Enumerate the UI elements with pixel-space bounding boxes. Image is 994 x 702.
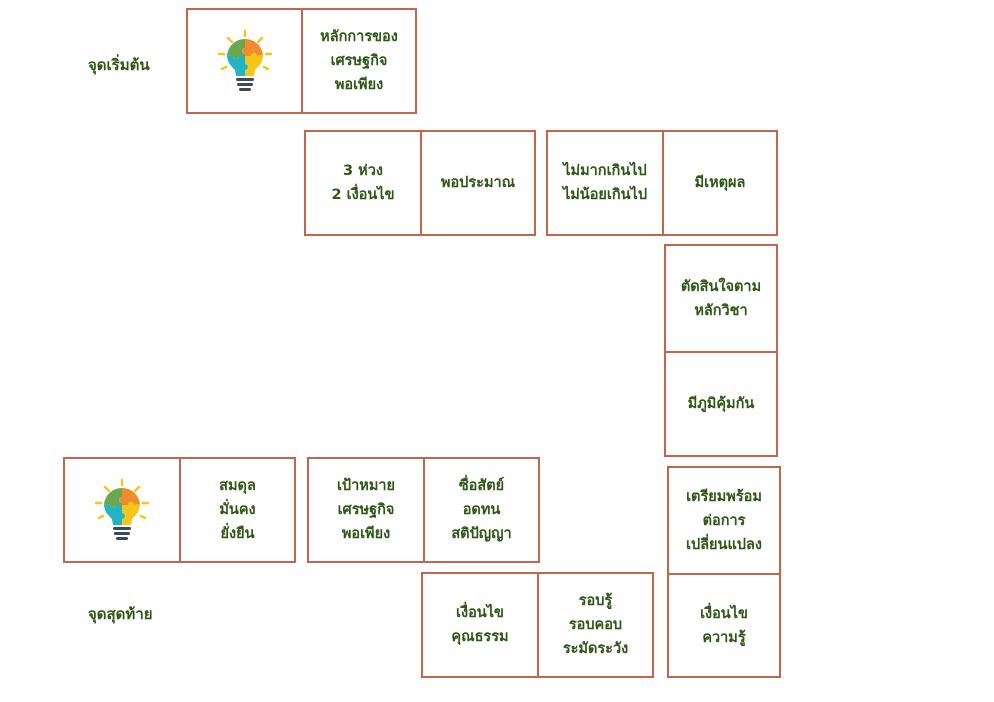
balance-cell: สมดุล มั่นคง ยั่งยืน <box>219 478 256 542</box>
end-bulb-cell <box>65 459 179 561</box>
reason-box: ไม่มากเกินไป ไม่น้อยเกินไป มีเหตุผล <box>546 130 778 236</box>
not-too-much-cell: ไม่มากเกินไป ไม่น้อยเกินไป <box>562 163 648 203</box>
decide-cell: ตัดสินใจตาม หลักวิชา <box>680 278 762 319</box>
moral-condition-cell: เงื่อนไข คุณธรรม <box>451 605 509 645</box>
end-label: จุดสุดท้าย <box>88 605 153 623</box>
end-box: สมดุล มั่นคง ยั่งยืน <box>63 457 296 563</box>
knowledge-condition-cell: เงื่อนไข ความรู้ <box>700 605 748 646</box>
start-box: หลักการของ เศรษฐกิจ พอเพียง <box>186 8 417 114</box>
moderation-cell: พอประมาณ <box>440 175 516 191</box>
moral-box: เงื่อนไข คุณธรรม รอบรู้ รอบคอบ ระมัดระวั… <box>421 572 654 678</box>
careful-cell: รอบรู้ รอบคอบ ระมัดระวัง <box>562 593 629 657</box>
prepare-cell: เตรียมพร้อม ต่อการ เปลี่ยนแปลง <box>686 488 762 553</box>
lightbulb-puzzle-icon <box>217 29 273 93</box>
knowledge-box: เตรียมพร้อม ต่อการ เปลี่ยนแปลง เงื่อนไข … <box>667 466 781 678</box>
rings-box: 3 ห่วง 2 เงื่อนไข พอประมาณ <box>304 130 536 236</box>
immunity-cell: มีภูมิคุ้มกัน <box>687 396 755 412</box>
goal-box: เป้าหมาย เศรษฐกิจ พอเพียง ซื่อสัตย์ อดทน… <box>307 457 540 563</box>
lightbulb-puzzle-icon <box>94 478 150 542</box>
honest-cell: ซื่อสัตย์ อดทน สติปัญญา <box>451 478 512 542</box>
principle-cell: หลักการของ เศรษฐกิจ พอเพียง <box>320 29 398 93</box>
three-rings-cell: 3 ห่วง 2 เงื่อนไข <box>331 163 395 203</box>
goal-cell: เป้าหมาย เศรษฐกิจ พอเพียง <box>336 478 396 542</box>
immunity-box: ตัดสินใจตาม หลักวิชา มีภูมิคุ้มกัน <box>664 244 778 457</box>
start-label: จุดเริ่มต้น <box>88 56 150 74</box>
reasonable-cell: มีเหตุผล <box>694 175 746 191</box>
start-bulb-cell <box>188 10 301 112</box>
